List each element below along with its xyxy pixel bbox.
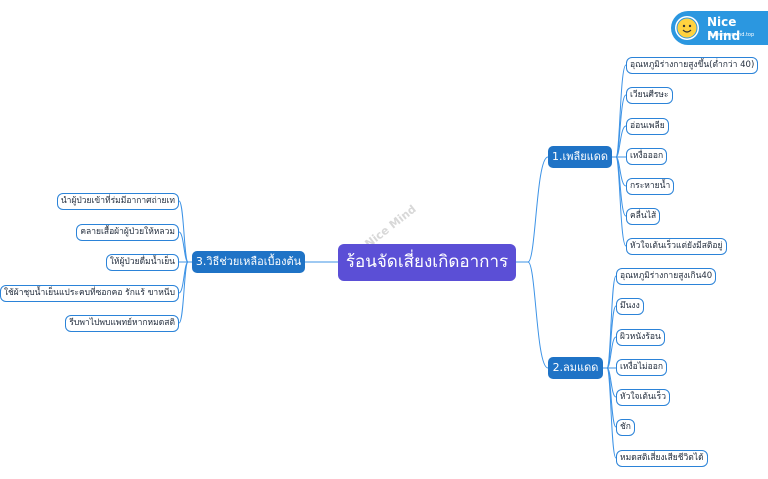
leaf-heat-stroke[interactable]: ชัก xyxy=(616,419,635,436)
leaf-heat-exhaustion[interactable]: คลื่นไส้ xyxy=(626,208,661,225)
leaf-first-aid[interactable]: รีบพาไปพบแพทย์หากหมดสติ xyxy=(65,315,179,332)
leaf-heat-stroke[interactable]: อุณหภูมิร่างกายสูงเกิน40 xyxy=(616,268,717,285)
leaf-heat-stroke[interactable]: เหงื่อไม่ออก xyxy=(616,359,667,376)
leaf-heat-exhaustion[interactable]: เหงื่อออก xyxy=(626,148,668,165)
leaf-heat-stroke[interactable]: หัวใจเต้นเร็ว xyxy=(616,389,670,406)
brand-mascot-icon xyxy=(675,16,699,40)
leaf-heat-exhaustion[interactable]: อ่อนเพลีย xyxy=(626,118,669,135)
leaf-first-aid[interactable]: ใช้ผ้าชุบน้ำเย็นแประคบที่ซอกคอ รักแร้ ขา… xyxy=(0,285,179,302)
branch-first-aid[interactable]: 3.วิธีช่วยเหลือเบื้องต้น xyxy=(192,251,305,273)
leaf-heat-exhaustion[interactable]: หัวใจเต้นเร็วแต่ยังมีสติอยู่ xyxy=(626,238,727,255)
leaf-heat-stroke[interactable]: หมดสติเสี่ยงเสียชีวิตได้ xyxy=(616,450,708,467)
brand-name: Nice Mind xyxy=(707,15,741,43)
branch-heat-exhaustion[interactable]: 1.เพลียแดด xyxy=(548,146,612,168)
leaf-heat-exhaustion[interactable]: กระหายน้ำ xyxy=(626,178,675,195)
leaf-heat-exhaustion[interactable]: เวียนศีรษะ xyxy=(626,87,673,104)
leaf-first-aid[interactable]: นำผู้ป่วยเข้าที่ร่มมีอากาศถ่ายเท xyxy=(56,193,179,210)
branch-heat-stroke[interactable]: 2.ลมแดด xyxy=(548,357,603,379)
leaf-first-aid[interactable]: คลายเสื้อผ้าผู้ป่วยให้หลวม xyxy=(76,224,179,241)
brand-url: www.nicemind.top xyxy=(708,32,755,38)
leaf-first-aid[interactable]: ให้ผู้ป่วยดื่มน้ำเย็น xyxy=(105,254,179,271)
leaf-heat-stroke[interactable]: มึนงง xyxy=(616,298,644,315)
brand-logo: Nice Mind www.nicemind.top xyxy=(671,11,768,45)
leaf-heat-stroke[interactable]: ผิวหนังร้อน xyxy=(616,329,665,346)
leaf-heat-exhaustion[interactable]: อุณหภูมิร่างกายสูงขึ้น(ต่ำกว่า 40) xyxy=(626,57,759,74)
central-topic[interactable]: ร้อนจัดเสี่ยงเกิดอาการ xyxy=(338,244,516,281)
